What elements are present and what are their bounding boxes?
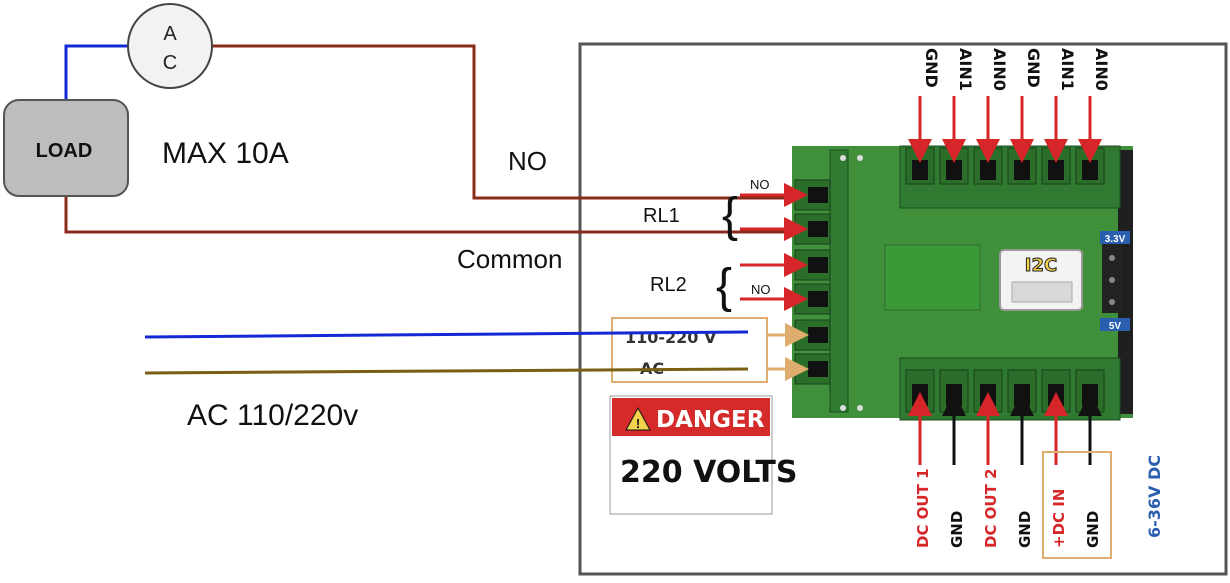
rl1-brace: {	[722, 189, 738, 242]
v5-badge	[1100, 318, 1130, 331]
mount-dot	[857, 155, 863, 161]
header-pin	[1109, 277, 1115, 283]
mount-dot	[840, 405, 846, 411]
header-pin	[1109, 299, 1115, 305]
pcb-edge	[1118, 150, 1133, 414]
top-pin-label: AIN0	[1092, 48, 1111, 91]
dc-input-box	[1042, 451, 1112, 559]
i2c-socket	[1011, 281, 1073, 303]
warning-icon-glyph: !	[636, 416, 640, 431]
rl2-brace: {	[716, 260, 732, 313]
top-pin-label: AIN1	[1058, 48, 1077, 91]
danger-header: DANGER	[656, 407, 765, 433]
bottom-pin-label: GND	[1016, 511, 1034, 548]
bottom-pin-arrows	[908, 392, 1102, 465]
common-wire-label: Common	[457, 244, 562, 274]
top-pin-arrows	[908, 96, 1102, 163]
blue-load-wire	[64, 44, 130, 100]
ac-source-symbol	[127, 3, 213, 89]
left-terminal-strip	[829, 149, 849, 413]
ac-supply-wire-blue	[144, 330, 749, 339]
supply-range-label: 6-36V DC	[1145, 455, 1164, 538]
bottom-pin-label: GND	[948, 511, 966, 548]
ac-input-box	[611, 317, 768, 383]
v33-badge	[1100, 231, 1130, 244]
rl2-label: RL2	[650, 274, 687, 296]
mount-dot	[840, 155, 846, 161]
top-pin-label: GND	[922, 48, 941, 88]
top-pin-label: AIN0	[990, 48, 1009, 91]
bottom-pin-label: +DC IN	[1050, 489, 1068, 548]
warning-icon	[625, 406, 651, 431]
danger-body: 220 VOLTS	[620, 455, 797, 490]
bottom-pin-label: DC OUT 2	[982, 468, 1000, 548]
mount-dot	[857, 405, 863, 411]
load-label: LOAD	[36, 140, 93, 162]
rl1-no-label: NO	[750, 177, 770, 192]
relay-arrows	[740, 183, 808, 311]
max-current-label: MAX 10A	[162, 137, 289, 170]
top-pin-label: GND	[1024, 48, 1043, 88]
bottom-pin-label: DC OUT 1	[914, 468, 932, 548]
load-box	[3, 99, 129, 197]
rl1-label: RL1	[643, 205, 680, 227]
pcb-chip-area	[884, 244, 981, 311]
common-wire	[64, 195, 800, 234]
top-pin-label: AIN1	[956, 48, 975, 91]
v5-label: 5V	[1109, 321, 1122, 332]
rl2-no-label: NO	[751, 282, 771, 297]
i2c-label: I2C	[1025, 255, 1057, 276]
header-pin	[1109, 255, 1115, 261]
no-wire-label: NO	[508, 146, 547, 176]
ac-source-label-2: C	[163, 52, 177, 74]
ac-supply-wire-brown	[144, 367, 749, 375]
ac-source-label-1: A	[163, 23, 177, 45]
v33-label: 3.3V	[1105, 234, 1126, 245]
ac-input-label-1: 110-220 V	[625, 328, 717, 347]
ac-supply-label: AC 110/220v	[187, 399, 358, 432]
no-wire	[212, 44, 800, 200]
bottom-pin-label: GND	[1084, 511, 1102, 548]
